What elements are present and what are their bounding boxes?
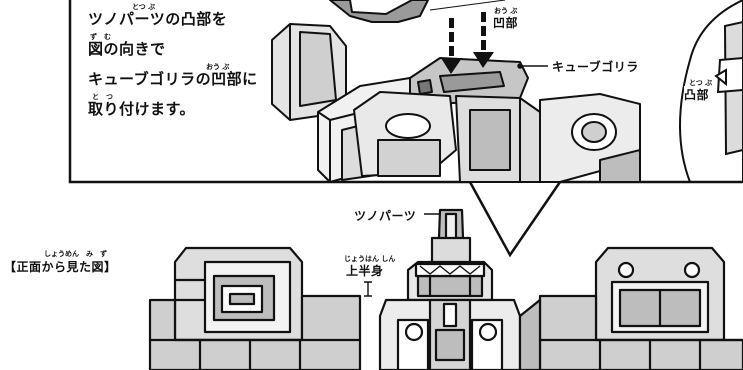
front-view-title: 【正面から見た図】 [4,260,117,274]
insertion-arrows [441,12,494,74]
instruction-line3-ruby: おう ぶ [206,63,230,71]
cube-gorilla-label: キューブゴリラ [552,58,639,75]
instruction-line4: 取り付けます。 [88,100,196,118]
front-view-title-ruby: しょうめん み ず [44,250,107,258]
cube-gorilla-closeup [271,0,641,183]
cube-gorilla-leader [517,63,548,69]
instruction-line4-ruby: と つ [92,93,113,101]
horn-part-label: ツノパーツ [354,207,417,224]
protrusion-inset [679,0,743,183]
recess-label-ruby: おう ぶ [494,7,518,15]
protrusion-label: 凸部 [684,86,710,103]
protrusion-label-ruby: とつ ぶ [689,79,713,87]
instruction-line1: ツノパーツの凸部を [88,10,228,28]
upper-body-label: 上半身 [346,262,384,279]
upper-body-ruby: じょうはん しん [344,255,396,263]
instruction-line1-ruby: とつ ぶ [132,3,156,11]
recess-label: 凹部 [492,14,520,31]
instruction-line2: 図の向きで [88,40,166,58]
detail-panel [68,0,743,258]
instruction-line2-ruby: ず む [90,33,111,41]
instruction-line3: キューブゴリラの凹部に [88,70,258,88]
front-view-robot [148,208,743,370]
